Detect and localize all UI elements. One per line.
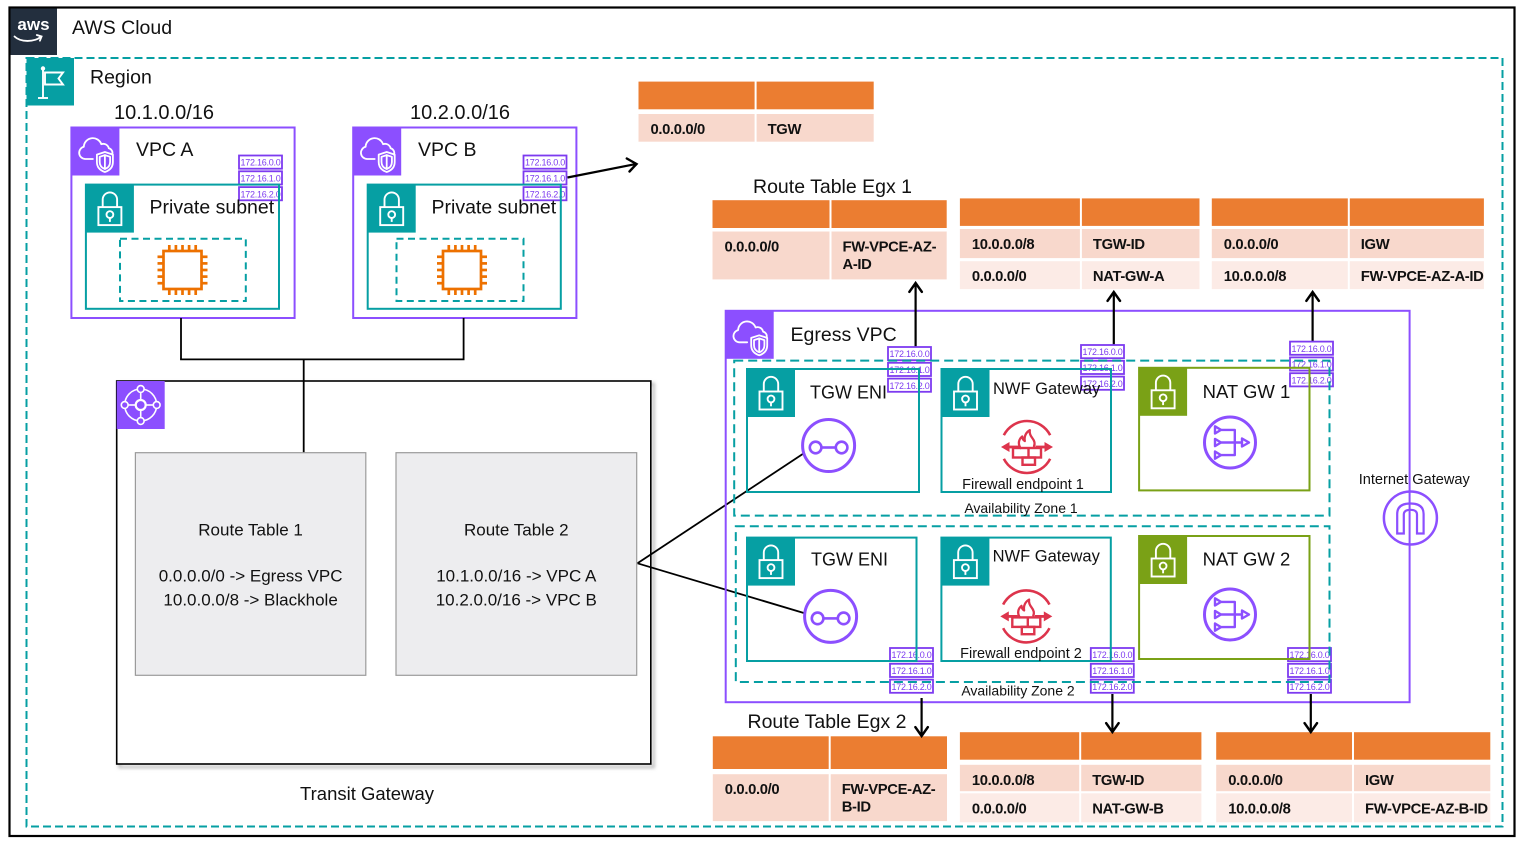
svg-text:TGW-ID: TGW-ID xyxy=(1093,237,1146,253)
svg-text:FW-VPCE-AZ-: FW-VPCE-AZ- xyxy=(843,240,937,256)
svg-text:0.0.0.0/0: 0.0.0.0/0 xyxy=(972,801,1027,817)
svg-text:172.16.0.0: 172.16.0.0 xyxy=(525,158,565,168)
svg-text:10.1.0.0/16: 10.1.0.0/16 xyxy=(114,102,214,124)
svg-text:NWF Gateway: NWF Gateway xyxy=(993,548,1101,566)
svg-text:Egress VPC: Egress VPC xyxy=(791,324,897,346)
svg-text:VPC A: VPC A xyxy=(136,139,193,161)
svg-text:Private subnet: Private subnet xyxy=(150,197,275,219)
svg-text:10.0.0.0/8: 10.0.0.0/8 xyxy=(972,773,1034,789)
svg-text:TGW ENI: TGW ENI xyxy=(811,550,888,570)
svg-text:Availability Zone 1: Availability Zone 1 xyxy=(964,500,1078,516)
svg-text:10.2.0.0/16 -> VPC B: 10.2.0.0/16 -> VPC B xyxy=(436,591,597,610)
svg-text:0.0.0.0/0: 0.0.0.0/0 xyxy=(972,269,1027,285)
svg-text:172.16.2.0: 172.16.2.0 xyxy=(525,189,565,199)
svg-text:aws: aws xyxy=(17,15,49,34)
svg-text:172.16.2.0: 172.16.2.0 xyxy=(1291,375,1331,385)
svg-text:172.16.0.0: 172.16.0.0 xyxy=(1082,347,1122,357)
svg-text:10.0.0.0/8: 10.0.0.0/8 xyxy=(972,237,1034,253)
svg-text:Internet Gateway: Internet Gateway xyxy=(1359,472,1471,488)
svg-text:A-ID: A-ID xyxy=(843,257,873,273)
svg-text:NAT GW 1: NAT GW 1 xyxy=(1203,381,1291,402)
svg-text:172.16.0.0: 172.16.0.0 xyxy=(889,349,929,359)
svg-text:Route Table Egx 1: Route Table Egx 1 xyxy=(753,176,912,198)
svg-text:TGW-ID: TGW-ID xyxy=(1092,773,1145,789)
svg-text:NWF Gateway: NWF Gateway xyxy=(993,380,1101,398)
svg-text:Transit Gateway: Transit Gateway xyxy=(300,783,435,804)
svg-text:IGW: IGW xyxy=(1361,237,1390,253)
svg-text:B-ID: B-ID xyxy=(842,800,872,816)
svg-text:Firewall endpoint 1: Firewall endpoint 1 xyxy=(962,477,1084,493)
svg-text:10.0.0.0/8: 10.0.0.0/8 xyxy=(1224,269,1286,285)
svg-text:172.16.0.0: 172.16.0.0 xyxy=(1092,650,1132,660)
svg-text:10.0.0.0/8 -> Blackhole: 10.0.0.0/8 -> Blackhole xyxy=(163,591,337,610)
svg-text:NAT-GW-B: NAT-GW-B xyxy=(1092,801,1164,817)
svg-text:172.16.2.0: 172.16.2.0 xyxy=(1289,682,1329,692)
svg-text:172.16.2.0: 172.16.2.0 xyxy=(891,682,931,692)
svg-text:TGW ENI: TGW ENI xyxy=(810,383,887,403)
svg-text:0.0.0.0/0: 0.0.0.0/0 xyxy=(1228,773,1283,789)
svg-text:NAT GW 2: NAT GW 2 xyxy=(1203,549,1291,570)
svg-text:FW-VPCE-AZ-B-ID: FW-VPCE-AZ-B-ID xyxy=(1365,801,1488,817)
svg-text:172.16.2.0: 172.16.2.0 xyxy=(240,189,280,199)
svg-text:0.0.0.0/0 -> Egress VPC: 0.0.0.0/0 -> Egress VPC xyxy=(159,567,343,586)
svg-text:10.2.0.0/16: 10.2.0.0/16 xyxy=(410,102,510,124)
svg-text:FW-VPCE-AZ-: FW-VPCE-AZ- xyxy=(842,782,936,798)
svg-text:172.16.0.0: 172.16.0.0 xyxy=(1291,344,1331,354)
svg-text:172.16.1.0: 172.16.1.0 xyxy=(1289,666,1329,676)
svg-text:172.16.2.0: 172.16.2.0 xyxy=(1082,379,1122,389)
svg-text:10.1.0.0/16 -> VPC A: 10.1.0.0/16 -> VPC A xyxy=(436,567,597,586)
svg-text:172.16.1.0: 172.16.1.0 xyxy=(891,666,931,676)
svg-text:Route Table 1: Route Table 1 xyxy=(198,521,303,540)
svg-text:172.16.0.0: 172.16.0.0 xyxy=(891,650,931,660)
svg-text:Firewall endpoint 2: Firewall endpoint 2 xyxy=(960,646,1082,662)
svg-text:172.16.1.0: 172.16.1.0 xyxy=(240,174,280,184)
svg-text:AWS Cloud: AWS Cloud xyxy=(72,17,172,39)
svg-text:FW-VPCE-AZ-A-ID: FW-VPCE-AZ-A-ID xyxy=(1361,269,1484,285)
svg-text:Private subnet: Private subnet xyxy=(432,197,557,219)
svg-text:172.16.1.0: 172.16.1.0 xyxy=(525,174,565,184)
svg-text:0.0.0.0/0: 0.0.0.0/0 xyxy=(651,122,706,138)
svg-text:Route Table Egx 2: Route Table Egx 2 xyxy=(748,711,907,733)
svg-text:172.16.1.0: 172.16.1.0 xyxy=(1092,666,1132,676)
svg-text:0.0.0.0/0: 0.0.0.0/0 xyxy=(725,782,780,798)
svg-text:VPC B: VPC B xyxy=(418,139,477,161)
svg-text:0.0.0.0/0: 0.0.0.0/0 xyxy=(725,240,780,256)
svg-text:NAT-GW-A: NAT-GW-A xyxy=(1093,269,1165,285)
svg-text:172.16.2.0: 172.16.2.0 xyxy=(889,381,929,391)
svg-text:Route Table 2: Route Table 2 xyxy=(464,521,569,540)
svg-text:Region: Region xyxy=(90,67,152,89)
svg-text:172.16.2.0: 172.16.2.0 xyxy=(1092,682,1132,692)
svg-text:10.0.0.0/8: 10.0.0.0/8 xyxy=(1228,801,1290,817)
svg-text:TGW: TGW xyxy=(768,122,802,138)
svg-text:172.16.1.0: 172.16.1.0 xyxy=(1291,360,1331,370)
svg-text:0.0.0.0/0: 0.0.0.0/0 xyxy=(1224,237,1279,253)
svg-text:Availability Zone 2: Availability Zone 2 xyxy=(961,683,1075,699)
svg-text:IGW: IGW xyxy=(1365,773,1394,789)
svg-text:172.16.0.0: 172.16.0.0 xyxy=(240,158,280,168)
